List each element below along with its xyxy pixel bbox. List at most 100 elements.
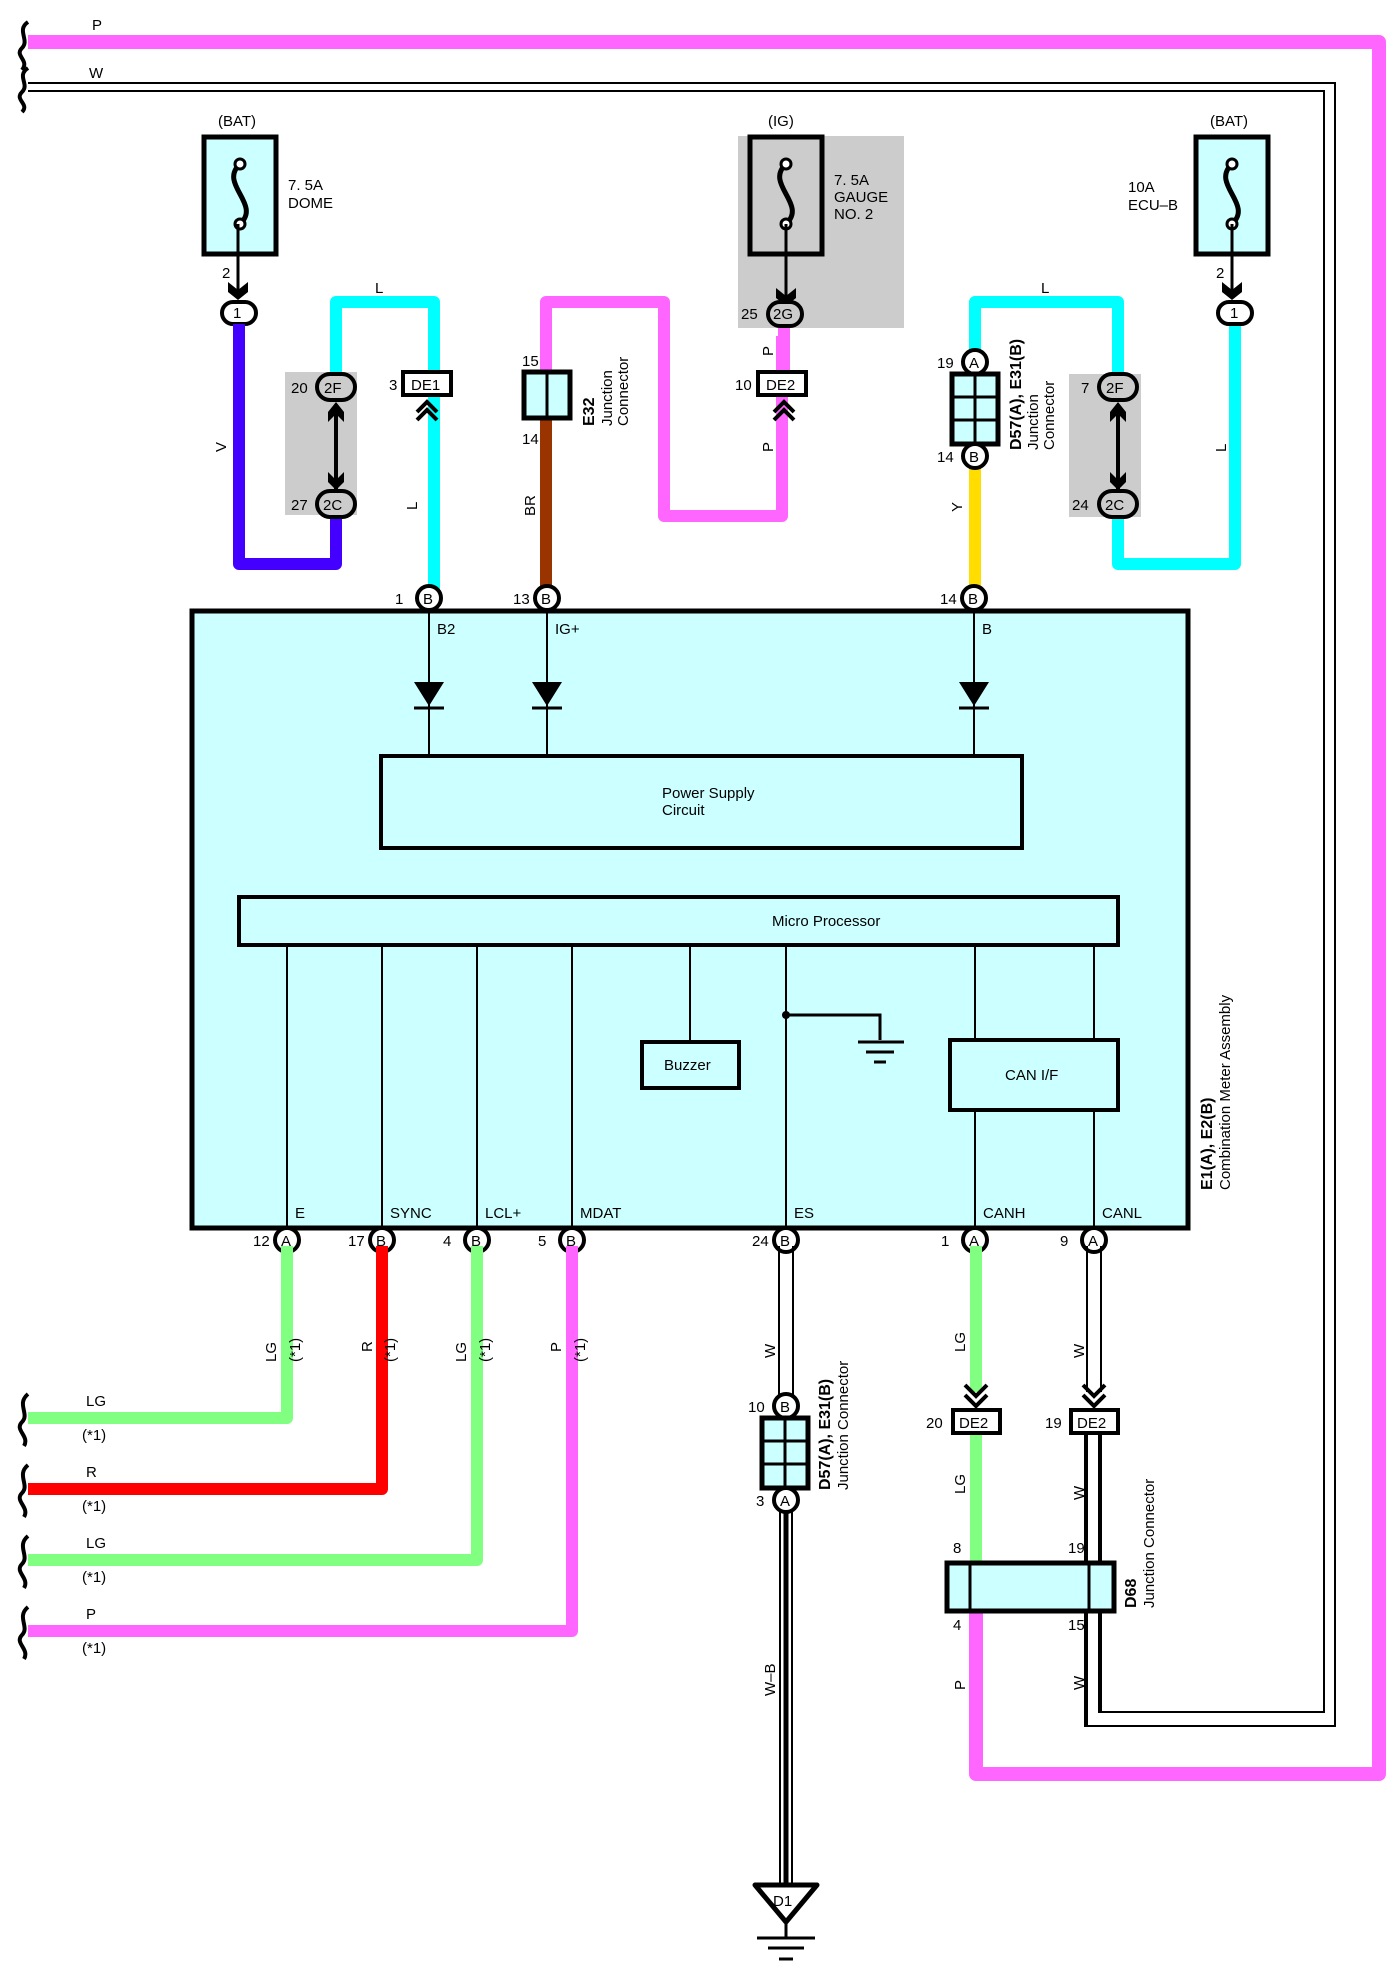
pin-no: 1	[941, 1233, 949, 1250]
e32-desc2: Connector	[615, 357, 632, 426]
wire-l-right-side-label: L	[1213, 444, 1230, 452]
jc-d57-desc1: Junction	[1025, 394, 1042, 450]
wire-l-left	[330, 296, 440, 600]
power-supply-circuit	[379, 754, 1024, 850]
wire-break-icon	[17, 1534, 30, 1590]
pin-signal: MDAT	[580, 1205, 621, 1222]
pin-id: A	[969, 1233, 979, 1250]
wire-wb-label: W–B	[762, 1663, 779, 1696]
jc-2c-no: 27	[291, 497, 308, 514]
jc-es-bottom-id: A	[780, 1493, 790, 1510]
pin-signal: ES	[794, 1205, 814, 1222]
jc-d68: 8 19 4 15 D68 Junction Connector	[944, 1479, 1158, 1634]
d68-code: D68	[1123, 1579, 1140, 1608]
wire-p-mdat	[28, 1246, 578, 1637]
pin-id: B	[968, 591, 978, 608]
wire-l-side-label: L	[404, 502, 421, 510]
pin-no: 1	[395, 591, 403, 608]
wire-lg-e-label: LG	[263, 1342, 280, 1362]
bidirectional-arrow-icon	[1110, 472, 1126, 490]
wire-note: (*1)	[82, 1498, 106, 1515]
jc-d57-top: A 19 B 14 D57(A), E31(B) Junction Connec…	[937, 339, 1058, 470]
de2-id: DE2	[766, 377, 795, 394]
pin-no: 14	[940, 591, 957, 608]
pin-no: 13	[513, 591, 530, 608]
left-output-wire: P(*1)	[17, 1605, 106, 1661]
fuse-gauge-name2: NO. 2	[834, 206, 873, 223]
wire-break-icon	[17, 1605, 30, 1661]
fuse-ecu-supply: (BAT)	[1210, 113, 1248, 130]
jc-d57-desc2: Connector	[1041, 381, 1058, 450]
bidirectional-arrow-icon	[328, 472, 344, 490]
de2-canl-id: DE2	[1077, 1415, 1106, 1432]
connector-arrow-icon	[772, 399, 796, 422]
ground-d1: D1	[752, 1882, 820, 1961]
ground-d1-label: D1	[773, 1893, 792, 1910]
fuse-gauge-rating: 7. 5A	[834, 172, 869, 189]
wire-canh-label: LG	[952, 1332, 969, 1352]
e32-desc1: Junction	[599, 370, 616, 426]
pin-id: B	[566, 1233, 576, 1250]
jc-2f-id: 2F	[324, 380, 342, 397]
wire-w-es	[778, 1246, 794, 1395]
jc-2f-right-no: 7	[1081, 380, 1089, 397]
pin-no: 12	[253, 1233, 270, 1250]
wire-p2-label: P	[760, 442, 777, 452]
wire-color-label: LG	[86, 1393, 106, 1410]
can-if-label: CAN I/F	[1005, 1067, 1058, 1084]
d68-pin-bl: 4	[953, 1617, 961, 1634]
fuse-ecu-b: (BAT) 10A ECU–B 2 1	[1128, 113, 1271, 326]
wire-v-label: V	[213, 442, 230, 452]
fuse-dome: (BAT) 7. 5A DOME 2 1	[201, 113, 333, 326]
top-p-label: P	[92, 17, 102, 34]
wire-w-d68-below	[1086, 1611, 1102, 1726]
pin-no: 9	[1060, 1233, 1068, 1250]
buzzer-label: Buzzer	[664, 1057, 711, 1074]
wire-lg-lcl-label: LG	[453, 1342, 470, 1362]
fuse-ecu-rating: 10A	[1128, 179, 1155, 196]
wire-p-mdat-note: (*1)	[572, 1338, 589, 1362]
wire-canl-label: W	[1071, 1343, 1088, 1358]
jc-d57-bottom-id: B	[969, 449, 979, 466]
wire-break-icon	[17, 1392, 30, 1448]
wire-l-right-top-label: L	[1041, 280, 1049, 297]
fuse-dome-name: DOME	[288, 195, 333, 212]
ground-icon	[782, 1011, 904, 1064]
pin-signal: CANL	[1102, 1205, 1142, 1222]
pin-signal: SYNC	[390, 1205, 432, 1222]
micro-processor-label: Micro Processor	[772, 913, 880, 930]
pin-signal: B2	[437, 621, 455, 638]
pin-no: 4	[443, 1233, 451, 1250]
connector-de1: DE1 3	[389, 370, 453, 422]
wire-note: (*1)	[82, 1427, 106, 1444]
power-supply-label2: Circuit	[662, 802, 705, 819]
pin-signal: CANH	[983, 1205, 1026, 1222]
meter-name: Combination Meter Assembly	[1217, 994, 1234, 1190]
bidirectional-arrow-icon	[1110, 402, 1126, 422]
power-supply-label: Power Supply	[662, 785, 755, 802]
wire-lg-lcl-note: (*1)	[477, 1338, 494, 1362]
pin-id: B	[471, 1233, 481, 1250]
jc-2c-right-no: 24	[1072, 497, 1089, 514]
fuse-gauge-name: GAUGE	[834, 189, 888, 206]
d68-pin-br: 15	[1068, 1617, 1085, 1634]
fuse-ecu-name: ECU–B	[1128, 197, 1178, 214]
fuse-dome-pin: 2	[222, 265, 230, 282]
wire-note: (*1)	[82, 1569, 106, 1586]
wire-canh-label2: LG	[952, 1474, 969, 1494]
connector-arrow-icon	[1081, 1383, 1107, 1409]
wire-w-below-label: W	[1071, 1675, 1088, 1690]
fuse-gauge: (IG) 7. 5A GAUGE NO. 2 2G 25	[741, 113, 888, 328]
pin-id: A	[281, 1233, 291, 1250]
connector-arrow-icon	[1222, 282, 1242, 300]
fuse-gauge-conn-no: 25	[741, 306, 758, 323]
wire-break-icon	[17, 1463, 30, 1519]
left-output-wire: LG (*1)	[17, 1392, 106, 1448]
connector-de2-canl: DE2 19	[1045, 1383, 1120, 1435]
junction-2f-right: 2F 7	[1081, 372, 1139, 402]
fuse-dome-rating: 7. 5A	[288, 177, 323, 194]
wire-l-right-top	[969, 296, 1124, 372]
